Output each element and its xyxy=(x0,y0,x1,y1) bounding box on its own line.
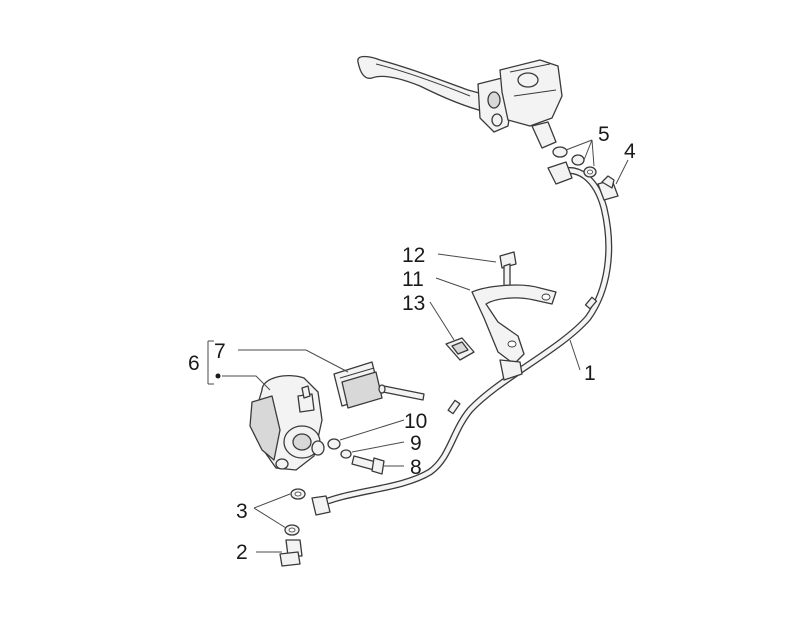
callout-13: 13 xyxy=(402,292,425,315)
callout-5: 5 xyxy=(598,123,610,146)
banjo-bolt-lower xyxy=(279,539,303,567)
pad-pin xyxy=(378,384,425,401)
banjo-bolt-upper xyxy=(597,175,619,201)
callout-12: 12 xyxy=(402,244,425,267)
callout-1: 1 xyxy=(584,362,596,385)
callout-9: 9 xyxy=(410,432,422,455)
brake-hose xyxy=(311,161,613,516)
callout-8: 8 xyxy=(410,456,422,479)
caliper-washers xyxy=(327,438,352,459)
brake-caliper xyxy=(249,375,325,471)
callout-10: 10 xyxy=(404,410,427,433)
brake-pads xyxy=(333,361,383,409)
clip-nut xyxy=(445,337,475,361)
brake-lever-master-cylinder xyxy=(357,55,563,149)
callout-3: 3 xyxy=(236,500,248,523)
washers-master-cylinder xyxy=(552,146,597,178)
leader-lines xyxy=(207,139,629,553)
hose-bracket xyxy=(471,284,557,381)
callout-7: 7 xyxy=(214,340,226,363)
caliper-bolt xyxy=(351,455,385,475)
callout-4: 4 xyxy=(624,140,636,163)
callout-11: 11 xyxy=(402,268,424,291)
callout-6: 6 xyxy=(188,352,200,375)
callout-2: 2 xyxy=(236,541,248,564)
washers-caliper xyxy=(284,488,306,536)
callout-labels: 1 2 3 4 5 6 7 8 9 10 11 12 13 xyxy=(188,123,636,564)
